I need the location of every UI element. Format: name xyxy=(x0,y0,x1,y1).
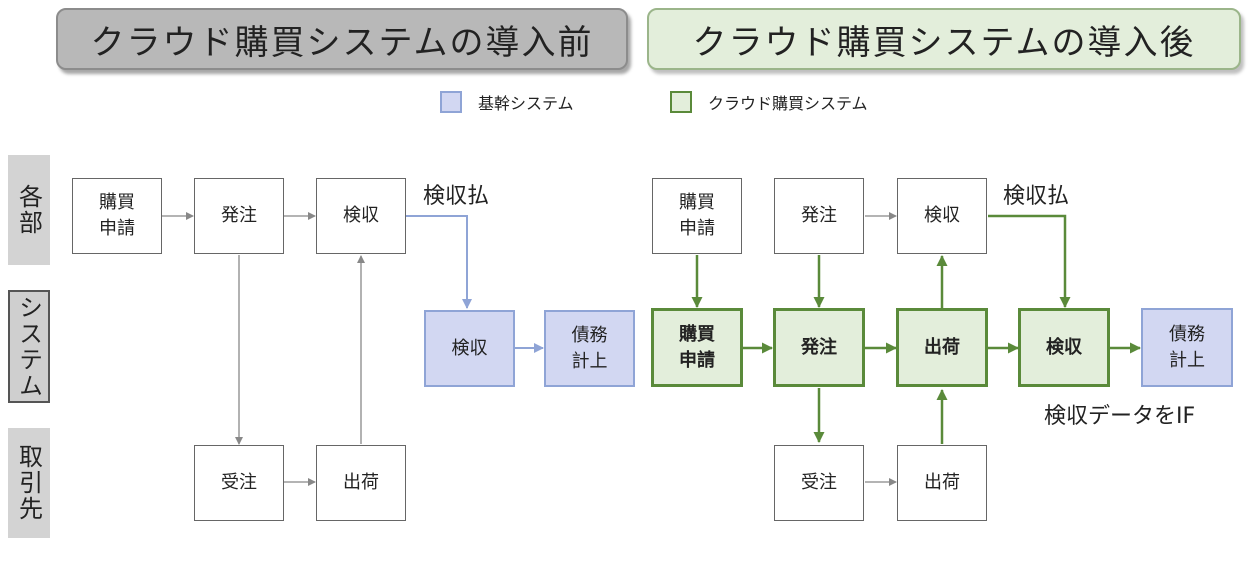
arrow-before-inspection-to-sys xyxy=(406,215,472,309)
after-inspection-box: 検収 xyxy=(897,178,987,254)
legend-core-swatch xyxy=(440,91,462,113)
after-sys-inspection-box: 検収 xyxy=(1018,308,1110,387)
before-sys-inspection-box: 検収 xyxy=(424,310,515,387)
after-order-box: 発注 xyxy=(774,178,864,254)
before-order-box: 発注 xyxy=(194,178,284,254)
title-after: クラウド購買システムの導入後 xyxy=(647,8,1241,70)
row-label-departments: 各部 xyxy=(8,155,50,265)
after-if-note: 検収データをIF xyxy=(1044,404,1196,429)
row-label-system: システム xyxy=(8,290,50,403)
after-sys-liability-box: 債務 計上 xyxy=(1141,308,1233,387)
before-inspection-box: 検収 xyxy=(316,178,406,254)
legend-core-label: 基幹システム xyxy=(478,94,574,113)
row-label-suppliers: 取引先 xyxy=(8,428,50,538)
legend-core-system: 基幹システム xyxy=(440,90,574,114)
legend-cloud-label: クラウド購買システム xyxy=(708,94,868,113)
after-sys-order-box: 発注 xyxy=(773,308,865,387)
arrow-after-inspection-to-sys xyxy=(988,214,1071,308)
before-shipment-box: 出荷 xyxy=(316,445,406,521)
before-receive-order-box: 受注 xyxy=(194,445,284,521)
after-purchase-request-box: 購買 申請 xyxy=(652,178,742,254)
after-inspection-payment-note: 検収払 xyxy=(1003,184,1070,209)
title-before: クラウド購買システムの導入前 xyxy=(56,8,628,70)
after-sys-purchase-request-box: 購買 申請 xyxy=(651,308,743,387)
after-sys-shipment-box: 出荷 xyxy=(896,308,988,387)
after-shipment-box: 出荷 xyxy=(897,445,987,521)
legend-cloud-system: クラウド購買システム xyxy=(670,90,868,114)
before-purchase-request-box: 購買 申請 xyxy=(72,178,162,254)
before-sys-liability-box: 債務 計上 xyxy=(544,310,635,387)
legend-cloud-swatch xyxy=(670,91,692,113)
before-inspection-payment-note: 検収払 xyxy=(423,184,490,209)
after-receive-order-box: 受注 xyxy=(774,445,864,521)
